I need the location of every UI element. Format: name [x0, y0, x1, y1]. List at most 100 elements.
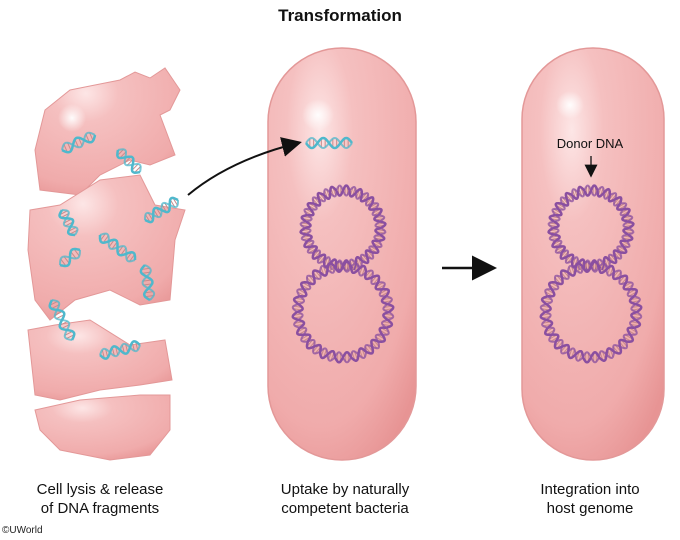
host-chromosome-loop	[553, 339, 571, 355]
host-chromosome-loop	[363, 269, 381, 285]
host-chromosome-loop	[539, 295, 553, 314]
host-chromosome-loop	[628, 295, 643, 314]
dna-fragment	[139, 264, 156, 302]
donor-dna-label: Donor DNA	[556, 136, 624, 151]
cell-highlight	[556, 91, 584, 119]
host-chromosome-loop	[303, 201, 318, 217]
host-chromosome-loop	[296, 326, 312, 343]
dna-fragment	[61, 131, 97, 154]
caption-uptake: Uptake by naturally competent bacteria	[255, 480, 435, 518]
transformed-bacterium	[521, 47, 665, 461]
host-chromosome-loop	[547, 213, 561, 230]
host-chromosome-loop	[581, 351, 601, 364]
host-chromosome-loop	[359, 249, 375, 265]
host-chromosome-loop	[306, 269, 322, 286]
host-chromosome-loop	[554, 269, 570, 286]
host-chromosome-loop	[629, 310, 643, 329]
host-chromosome-loop	[318, 347, 337, 362]
host-chromosome-loop	[566, 347, 585, 362]
cell-highlight	[58, 104, 86, 132]
host-chromosome-loop	[607, 192, 623, 207]
caption-line: Cell lysis & release	[36, 481, 164, 498]
host-chromosome-loop	[571, 185, 586, 200]
dna-fragment	[48, 299, 76, 341]
host-chromosome-loop	[359, 192, 375, 207]
host-chromosome-loop	[607, 249, 623, 265]
host-chromosome-loop	[350, 347, 367, 362]
host-chromosome-loop	[333, 351, 353, 364]
host-chromosome-loop	[335, 184, 351, 197]
host-chromosome-loop	[544, 281, 560, 298]
cell-highlight	[302, 99, 334, 131]
competent-bacterium	[267, 47, 417, 461]
caption-line: Integration into	[540, 481, 640, 498]
host-chromosome-loop	[296, 281, 312, 298]
caption-line: host genome	[546, 500, 634, 517]
host-chromosome-loop	[612, 338, 628, 355]
host-chromosome-loop	[299, 226, 313, 243]
dna-fragment	[59, 247, 81, 268]
host-chromosome-loop	[611, 269, 629, 285]
host-chromosome-loop	[559, 191, 575, 207]
host-chromosome-loop	[559, 249, 575, 264]
host-chromosome-loop	[348, 186, 364, 200]
cell-fragment-top	[34, 67, 181, 196]
host-chromosome-loop	[299, 213, 313, 230]
host-chromosome-loop	[291, 310, 306, 329]
host-chromosome-loop	[551, 239, 566, 254]
host-chromosome-loop	[311, 249, 327, 264]
cell-body	[267, 47, 417, 461]
cell-fragment-middle	[27, 174, 186, 321]
host-chromosome-loop	[596, 186, 612, 200]
host-chromosome-loop	[374, 326, 390, 343]
host-chromosome-loop	[597, 262, 616, 277]
dna-fragment	[98, 232, 137, 263]
host-chromosome-loop	[622, 326, 638, 343]
uptake-arrow	[187, 137, 302, 196]
donor-dna-fragment	[304, 136, 354, 150]
cell-fragment-lower	[27, 319, 173, 401]
host-chromosome-loop	[380, 295, 395, 314]
diagram-title: Transformation	[278, 6, 402, 25]
host-chromosome-loop	[349, 262, 368, 277]
host-chromosome-loop	[333, 260, 353, 273]
host-chromosome-loop	[544, 326, 560, 343]
host-chromosome-loop	[567, 262, 584, 277]
host-chromosome-loop	[616, 202, 631, 217]
cell-fragment-bottom	[34, 394, 171, 461]
caption-integration: Integration into host genome	[505, 480, 675, 518]
copyright-notice: ©UWorld	[2, 525, 43, 536]
caption-lysis: Cell lysis & release of DNA fragments	[10, 480, 190, 518]
host-chromosome-loop	[539, 310, 554, 329]
host-chromosome-loop	[547, 226, 561, 243]
caption-line: competent bacteria	[281, 500, 409, 517]
host-chromosome-loop	[364, 338, 380, 355]
host-chromosome-loop	[381, 310, 395, 329]
host-chromosome-loop	[303, 239, 318, 254]
host-chromosome-loop	[323, 185, 338, 200]
dna-fragment	[58, 209, 79, 237]
host-chromosome-loop	[622, 281, 638, 298]
host-chromosome-loop	[621, 213, 635, 230]
dna-fragment	[144, 196, 179, 224]
caption-line: of DNA fragments	[40, 500, 160, 517]
dna-fragment	[116, 148, 142, 174]
host-chromosome-loop	[305, 339, 323, 355]
host-chromosome-loop	[319, 262, 336, 277]
host-chromosome-loop	[551, 201, 566, 217]
host-chromosome-loop	[374, 281, 390, 298]
host-chromosome-loop	[373, 226, 387, 243]
lysed-cell	[27, 67, 186, 461]
cell-body	[521, 47, 665, 461]
host-chromosome-loop	[616, 239, 631, 255]
host-chromosome-loop	[621, 226, 635, 243]
caption-line: Uptake by naturally	[280, 481, 410, 498]
host-chromosome-loop	[583, 184, 599, 197]
host-chromosome-loop	[291, 295, 305, 314]
host-chromosome-loop	[581, 260, 601, 273]
host-chromosome-loop	[368, 239, 383, 255]
dna-fragment	[99, 340, 141, 360]
host-chromosome-loop	[311, 191, 327, 207]
host-chromosome-loop	[373, 213, 387, 230]
